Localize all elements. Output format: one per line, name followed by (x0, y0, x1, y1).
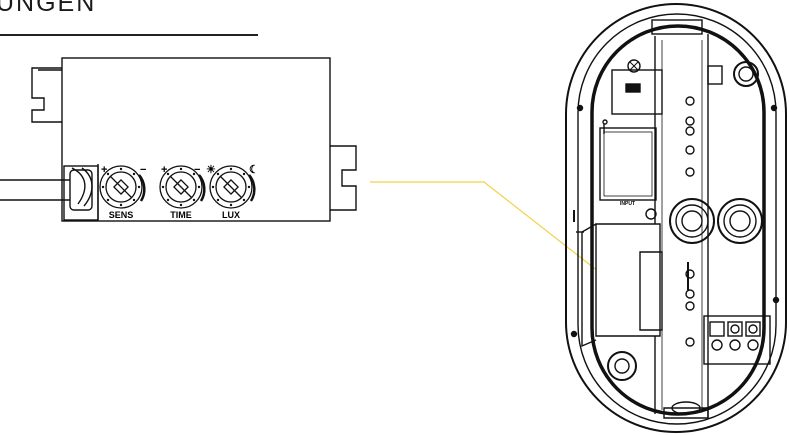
led-7 (685, 289, 695, 299)
lux-sun-icon: ☀ (206, 164, 216, 176)
driver-box (599, 127, 657, 201)
lux-label: LUX (222, 210, 240, 220)
bottom-screw (607, 351, 637, 381)
led-8 (685, 301, 695, 311)
led-4 (685, 145, 695, 155)
led-5 (685, 167, 695, 177)
bottom-entry (663, 407, 709, 419)
module-body (61, 57, 331, 222)
dial-group: + − + − ☀ ☾ SENS TIME LUX (99, 164, 259, 220)
housing-rim (577, 13, 777, 425)
luminaire-housing (565, 3, 787, 433)
time-label: TIME (170, 210, 192, 220)
input-label: INPUT (620, 201, 635, 207)
sensor-module (0, 57, 357, 222)
lux-dial[interactable] (209, 165, 256, 209)
led-3 (685, 126, 695, 136)
sens-minus-sign: − (140, 164, 146, 176)
top-latch (651, 19, 703, 35)
terminal-block (703, 315, 771, 365)
led-6 (685, 269, 695, 279)
sens-label: SENS (109, 210, 134, 220)
leader-line (370, 181, 613, 283)
mounted-sensor-module (595, 223, 661, 337)
housing-outer (565, 3, 787, 433)
sens-dial[interactable] (99, 165, 146, 209)
sens-plus-sign: + (101, 164, 107, 176)
top-screw (733, 61, 759, 87)
conduit-left (669, 198, 715, 244)
conduit-right (717, 198, 763, 244)
time-dial[interactable] (159, 165, 206, 209)
right-tab (330, 145, 357, 211)
led-2 (685, 116, 695, 126)
time-plus-sign: + (161, 164, 167, 176)
heading-underline (0, 34, 258, 36)
led-9 (685, 337, 695, 347)
switch-block (611, 69, 663, 115)
time-minus-sign: − (194, 164, 200, 176)
led-1 (685, 96, 695, 106)
section-heading: UNGEN (0, 0, 97, 17)
housing-inner-wall (590, 24, 766, 416)
left-upper-tab (31, 67, 62, 123)
lux-moon-icon: ☾ (249, 164, 259, 176)
